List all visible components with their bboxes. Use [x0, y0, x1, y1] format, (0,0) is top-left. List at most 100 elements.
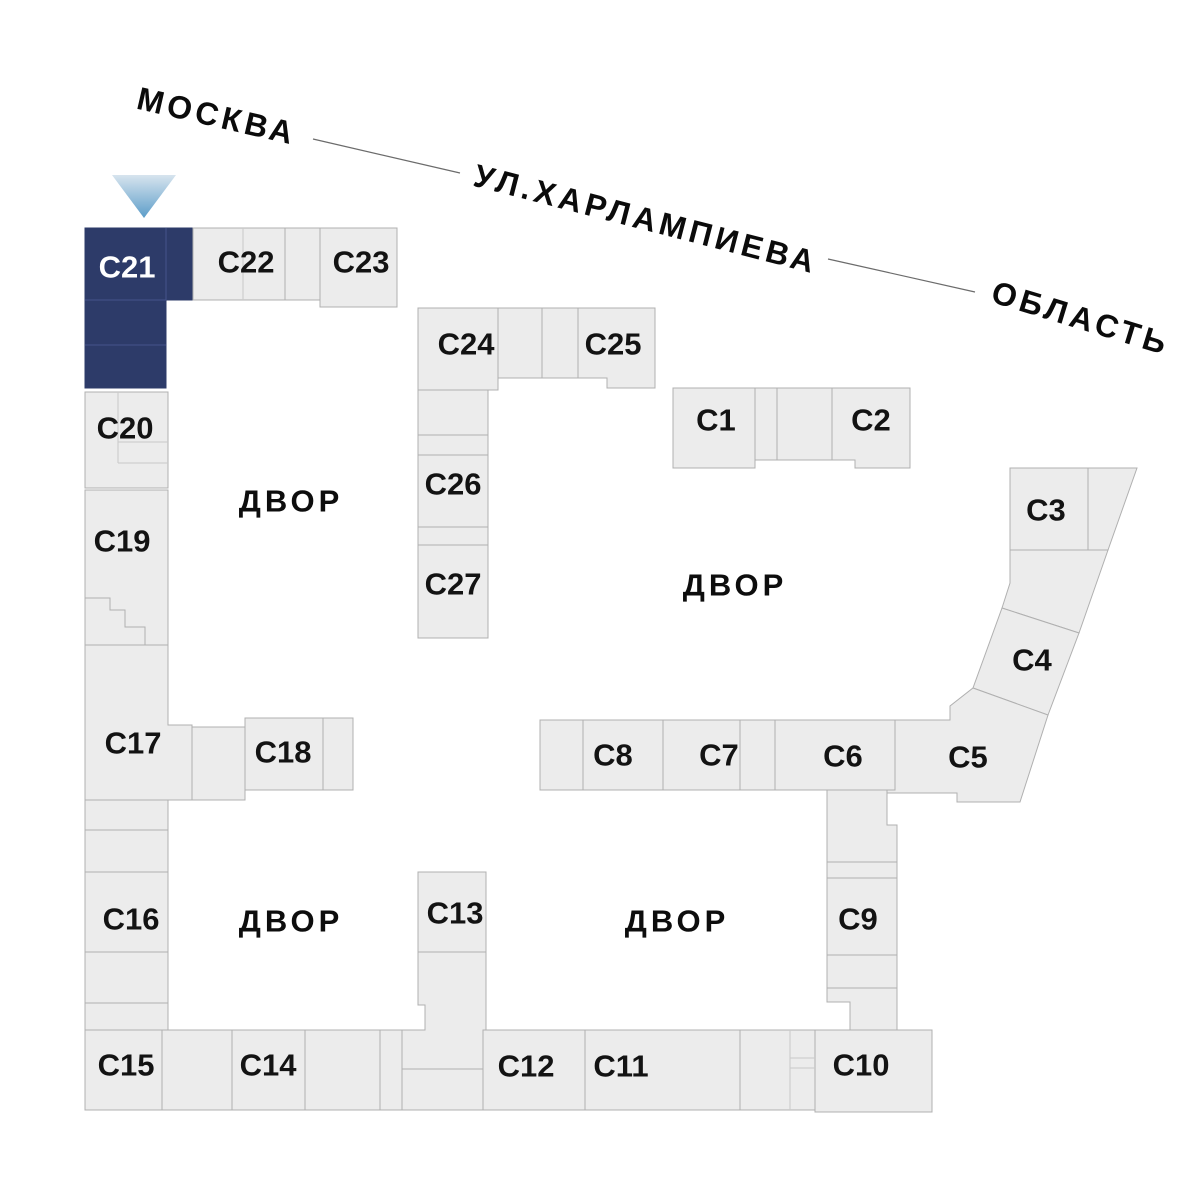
building-c7-label: С7 [699, 738, 739, 773]
building-c1-section[interactable] [754, 387, 778, 461]
street-name-label: УЛ.ХАРЛАМПИЕВА [470, 157, 822, 280]
building-c27-shape[interactable] [417, 544, 489, 639]
building-c26-label: С26 [425, 467, 482, 502]
building-c21[interactable]: С21 [84, 227, 194, 389]
building-c8-label: С8 [593, 738, 633, 773]
building-c15-shape[interactable] [84, 1029, 163, 1111]
building-c1[interactable]: С1 [672, 387, 778, 469]
building-c3-shape[interactable] [1009, 467, 1089, 551]
building-c11[interactable]: С11 [584, 1029, 816, 1111]
building-c9-section[interactable] [826, 954, 898, 989]
building-c27[interactable]: С27 [417, 526, 489, 639]
building-c19-step-outline [85, 597, 146, 645]
building-c13-shape[interactable] [417, 871, 487, 953]
building-c4[interactable]: С4 [972, 607, 1080, 716]
building-c12[interactable]: С12 [482, 1029, 586, 1111]
building-c24-section[interactable] [417, 389, 489, 436]
building-c14[interactable]: С14 [231, 1029, 403, 1111]
building-c6-shape[interactable] [774, 719, 896, 791]
building-c20[interactable]: С20 [84, 391, 169, 489]
street-leader-line-2 [827, 258, 976, 293]
building-c13-section[interactable] [401, 1068, 484, 1111]
building-c9-section[interactable] [826, 987, 898, 1031]
building-c8[interactable]: С8 [539, 719, 664, 791]
oblast-label: ОБЛАСТЬ [987, 274, 1174, 362]
building-c8-shape[interactable] [582, 719, 664, 791]
building-c24-label: С24 [438, 327, 496, 362]
building-c7-shape[interactable] [662, 719, 741, 791]
building-c3[interactable]: С3 [1001, 467, 1138, 634]
building-c9-section[interactable] [826, 861, 898, 879]
building-c9[interactable]: С9 [826, 861, 898, 1031]
building-c22[interactable]: С22 [192, 227, 321, 301]
building-c26-shape[interactable] [417, 454, 489, 528]
building-c25-label: С25 [585, 327, 642, 362]
building-c19-shape[interactable] [84, 489, 169, 646]
building-c16[interactable]: С16 [84, 799, 169, 1031]
building-c22-label: С22 [218, 245, 275, 280]
building-c16-section[interactable] [84, 829, 169, 873]
courtyard-label: ДВОР [239, 484, 344, 519]
building-c23[interactable]: С23 [319, 227, 398, 308]
courtyard-label: ДВОР [683, 568, 788, 603]
selected-building-marker-icon [112, 175, 176, 218]
building-c18-section[interactable] [322, 717, 354, 791]
building-c17-section[interactable] [191, 726, 246, 801]
building-c15-section[interactable] [161, 1029, 233, 1111]
building-c26[interactable]: С26 [417, 434, 489, 528]
building-c14-section[interactable] [379, 1029, 403, 1111]
building-c14-section[interactable] [304, 1029, 381, 1111]
building-c24[interactable]: С24 [417, 307, 543, 436]
building-c2-label: С2 [851, 403, 891, 438]
building-c16-shape[interactable] [84, 871, 169, 953]
building-c6-section[interactable] [826, 789, 898, 863]
building-c17[interactable]: С17 [84, 644, 246, 801]
building-c8-section[interactable] [539, 719, 584, 791]
building-c16-section[interactable] [84, 1002, 169, 1031]
building-c16-section[interactable] [84, 799, 169, 831]
building-c18[interactable]: С18 [244, 717, 354, 791]
building-c23-label: С23 [333, 245, 390, 280]
building-c21-label: С21 [99, 250, 156, 285]
building-c2-section[interactable] [776, 387, 833, 461]
building-c2-shape[interactable] [831, 387, 911, 469]
building-c14-shape[interactable] [231, 1029, 306, 1111]
building-c25-shape[interactable] [577, 307, 656, 389]
building-c12-shape[interactable] [482, 1029, 586, 1111]
building-c25-section[interactable] [541, 307, 579, 379]
building-c5-label: С5 [948, 740, 988, 775]
building-c6[interactable]: С6 [774, 719, 898, 863]
building-c18-shape[interactable] [244, 717, 324, 791]
building-c15-label: С15 [98, 1048, 155, 1083]
building-c18-label: С18 [255, 735, 312, 770]
building-c24-section[interactable] [497, 307, 543, 379]
building-c26-section[interactable] [417, 434, 489, 456]
building-c2[interactable]: С2 [776, 387, 911, 469]
building-c27-label: С27 [425, 567, 482, 602]
building-c10[interactable]: С10 [814, 1029, 933, 1113]
building-c13-section[interactable] [401, 951, 487, 1070]
building-c7-section[interactable] [739, 719, 776, 791]
building-c3-label: С3 [1026, 493, 1066, 528]
building-c27-section[interactable] [417, 526, 489, 546]
building-c5[interactable]: С5 [886, 687, 1049, 803]
building-c11-section[interactable] [739, 1029, 816, 1111]
building-c25[interactable]: С25 [541, 307, 656, 389]
building-c3-section[interactable] [1087, 467, 1138, 551]
building-c13[interactable]: С13 [401, 871, 487, 1111]
building-c17-shape[interactable] [84, 644, 193, 801]
building-c15[interactable]: С15 [84, 1029, 233, 1111]
building-c20-shape[interactable] [84, 391, 169, 489]
building-c12-label: С12 [498, 1049, 555, 1084]
building-c20-label: С20 [97, 411, 154, 446]
building-c16-section[interactable] [84, 951, 169, 1004]
building-c1-shape[interactable] [672, 387, 756, 469]
building-c7[interactable]: С7 [662, 719, 776, 791]
building-c19[interactable]: С19 [84, 489, 169, 646]
building-c22-section[interactable] [284, 227, 321, 301]
building-c4-label: С4 [1012, 643, 1052, 678]
building-c23-shape[interactable] [319, 227, 398, 308]
building-c10-label: С10 [833, 1048, 890, 1083]
